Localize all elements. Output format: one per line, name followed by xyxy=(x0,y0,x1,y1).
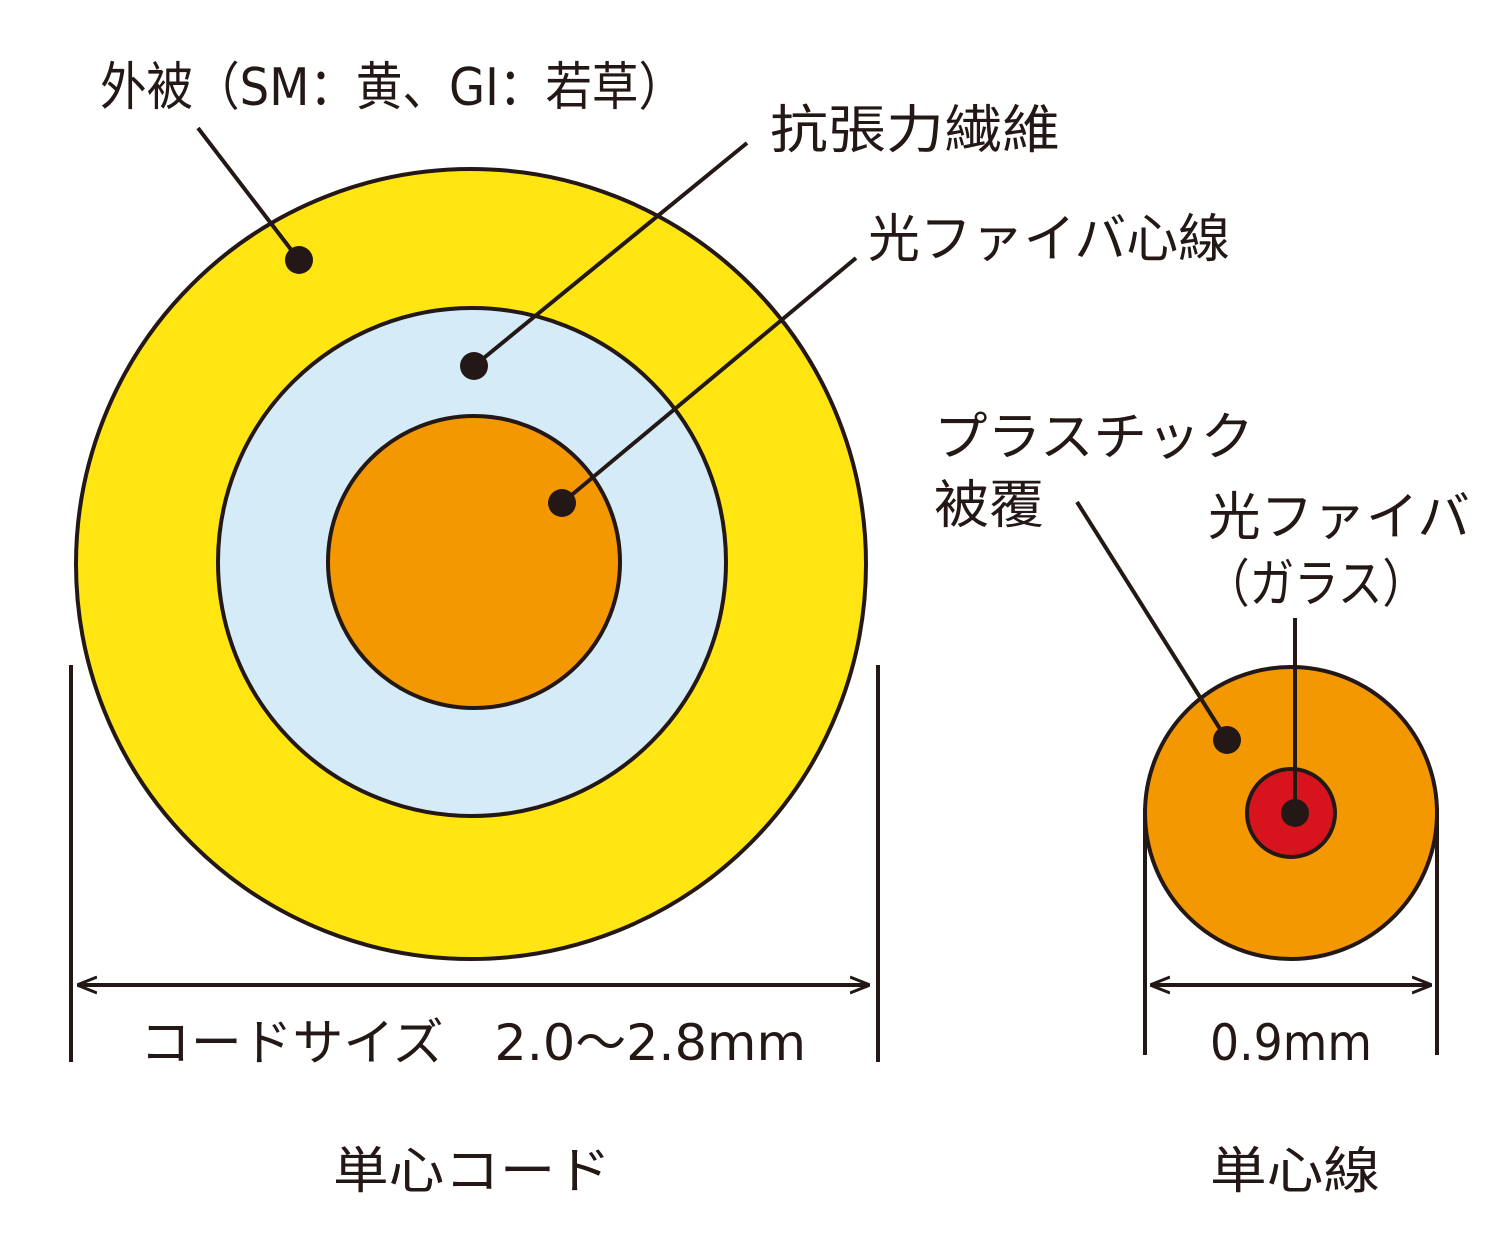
aramid-leader-dot xyxy=(460,352,488,380)
aramid-leader-line xyxy=(472,141,749,368)
aramid-label: 抗張力繊維 xyxy=(770,101,1060,161)
coating-label-line2: 被覆 xyxy=(934,476,1044,536)
fiber-leader-dot xyxy=(548,489,576,517)
fiber-leader-line xyxy=(560,256,858,505)
fiber-label: 光ファイバ心線 xyxy=(868,210,1230,270)
cord-caption: 単心コード xyxy=(333,1142,611,1200)
glass-label-line2: （ガラス） xyxy=(1205,555,1427,615)
jacket-leader-dot xyxy=(285,246,313,274)
single-fiber-strand: プラスチック 被覆 光ファイバ （ガラス） 0.9mm 単心線 xyxy=(934,408,1470,1200)
cord-size-label: コードサイズ 2.0～2.8mm xyxy=(140,1014,806,1072)
strand-size-label: 0.9mm xyxy=(1210,1014,1372,1072)
coating-label-line1: プラスチック xyxy=(934,408,1254,468)
jacket-leader-line xyxy=(196,126,301,262)
strand-caption: 単心線 xyxy=(1210,1142,1380,1200)
fiber-core-circle xyxy=(326,414,622,710)
jacket-label: 外被（SM：黄、GI：若草） xyxy=(100,58,685,118)
coating-leader-dot xyxy=(1213,726,1241,754)
coating-leader-line xyxy=(1075,500,1229,742)
single-core-cord: 外被（SM：黄、GI：若草） 抗張力繊維 光ファイバ心線 コードサイズ 2.0～… xyxy=(69,58,1230,1200)
glass-leader-dot xyxy=(1281,799,1309,827)
glass-label-line1: 光ファイバ xyxy=(1208,488,1470,548)
